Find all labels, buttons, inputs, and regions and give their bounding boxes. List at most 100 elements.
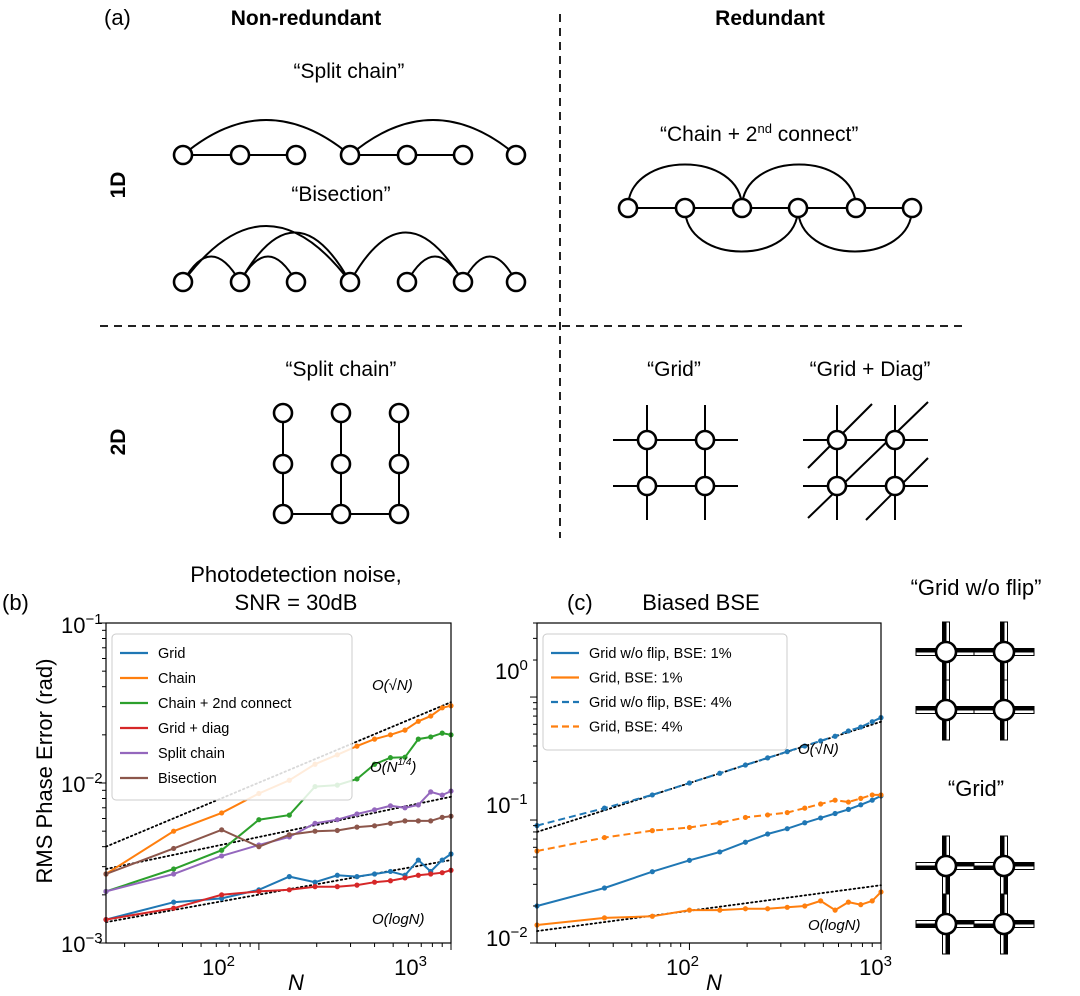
node — [992, 640, 1016, 664]
data-point — [171, 828, 177, 834]
chart-c-xlabel: N — [706, 970, 722, 995]
data-point — [256, 817, 262, 823]
data-point — [334, 817, 340, 823]
data-point — [742, 814, 749, 821]
diagram-bisection — [172, 225, 527, 293]
data-point — [402, 805, 408, 811]
data-point — [818, 898, 824, 904]
chart-c-ytick-1: 100 — [495, 657, 528, 684]
data-point — [439, 857, 445, 863]
legend-label: Bisection — [158, 771, 217, 787]
series-line — [536, 795, 882, 907]
data-point — [371, 871, 378, 877]
data-point — [402, 818, 408, 824]
reference-line — [105, 795, 452, 870]
data-point — [686, 780, 693, 786]
data-point — [415, 818, 421, 824]
data-point — [717, 907, 723, 913]
data-point — [171, 905, 177, 911]
chart-c-ytick-3: 10−2 — [486, 924, 528, 951]
node — [934, 698, 958, 722]
series-line — [536, 793, 881, 852]
data-point — [428, 789, 434, 795]
data-point — [439, 814, 445, 820]
label-split-chain-1d: “Split chain” — [294, 60, 405, 83]
chart-c-ann-sqrt: O(√N) — [798, 741, 839, 758]
node — [992, 854, 1016, 878]
data-point — [784, 826, 790, 832]
data-point — [717, 770, 723, 776]
data-point — [717, 849, 723, 855]
data-point — [171, 845, 177, 852]
data-point — [649, 828, 655, 834]
chart-c-plot — [530, 622, 884, 950]
header-non-redundant: Non-redundant — [231, 7, 381, 30]
data-point — [286, 887, 292, 893]
data-point — [387, 868, 394, 875]
data-point — [354, 874, 360, 880]
chart-b-ann-sqrt: O(√N) — [372, 677, 413, 694]
data-point — [649, 869, 655, 875]
chart-b-ytick-2: 10−2 — [61, 770, 103, 797]
data-point — [387, 732, 394, 738]
legend-label: Grid w/o flip, BSE: 1% — [589, 646, 732, 662]
panel-a-label: (a) — [104, 5, 131, 30]
data-point — [354, 743, 360, 749]
data-point — [387, 820, 394, 826]
legend-label: Chain — [158, 671, 196, 687]
data-point — [845, 728, 852, 734]
chart-c-ticks — [530, 622, 882, 950]
legend-label: Grid — [158, 646, 185, 662]
chart-b-ticks — [99, 622, 452, 950]
reference-line — [105, 701, 452, 848]
data-point — [371, 823, 378, 829]
data-point — [858, 724, 864, 730]
data-point — [334, 827, 340, 834]
data-point — [334, 872, 340, 878]
data-point — [354, 811, 360, 817]
label-grid-no-flip: “Grid w/o flip” — [911, 575, 1042, 600]
data-point — [415, 718, 421, 724]
diagram-grid-no-flip — [915, 621, 1035, 741]
data-point — [171, 866, 177, 872]
data-point — [312, 879, 318, 885]
data-point — [428, 713, 434, 719]
data-point — [686, 907, 693, 913]
legend-label: Grid w/o flip, BSE: 4% — [589, 695, 732, 711]
chart-b-ytick-1: 10−1 — [61, 611, 103, 638]
chart-b-ylabel: RMS Phase Error (rad) — [32, 659, 57, 884]
data-point — [171, 871, 177, 877]
data-point — [784, 904, 790, 910]
data-point — [402, 727, 408, 733]
data-point — [219, 810, 225, 816]
data-point — [371, 807, 378, 813]
data-point — [354, 824, 360, 830]
data-point — [858, 795, 864, 801]
diagram-chain-2nd-connect — [617, 163, 923, 253]
chart-c-xtick-2: 103 — [859, 953, 892, 980]
data-point — [219, 892, 225, 898]
data-point — [312, 884, 318, 890]
data-point — [439, 870, 445, 876]
panel-a: (a) Non-redundant Redundant 1D 2D “Split… — [100, 5, 968, 538]
data-point — [858, 902, 864, 908]
panel-b: (b) Photodetection noise, SNR = 30dB RMS… — [2, 562, 454, 995]
data-point — [402, 875, 408, 881]
chart-b-xtick-1: 102 — [202, 953, 235, 980]
data-point — [845, 806, 852, 813]
legend-label: Grid + diag — [158, 721, 229, 737]
chart-b-ann-log: O(logN) — [372, 911, 425, 928]
chart-c-ytick-2: 10−1 — [486, 791, 528, 818]
series-line — [105, 853, 452, 921]
data-point — [845, 799, 852, 805]
data-point — [439, 730, 445, 736]
data-point — [649, 792, 655, 798]
data-point — [742, 839, 749, 845]
data-point — [869, 792, 875, 798]
series-2 — [534, 715, 884, 829]
row-label-1d: 1D — [107, 172, 130, 199]
data-point — [802, 903, 808, 909]
data-point — [219, 895, 225, 901]
chart-c-xtick-1: 102 — [666, 953, 699, 980]
label-grid: “Grid” — [647, 358, 701, 381]
